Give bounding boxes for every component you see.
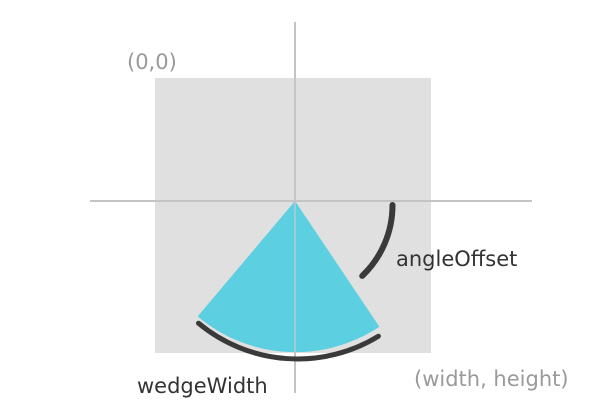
extent-label: (width, height) — [414, 367, 569, 391]
angle-offset-label: angleOffset — [396, 247, 517, 271]
wedge-width-label: wedgeWidth — [137, 374, 268, 398]
origin-label: (0,0) — [127, 50, 177, 74]
angle-offset-arc — [359, 202, 396, 279]
wedge-slice — [197, 201, 380, 353]
wedge-width-arc — [196, 320, 381, 362]
